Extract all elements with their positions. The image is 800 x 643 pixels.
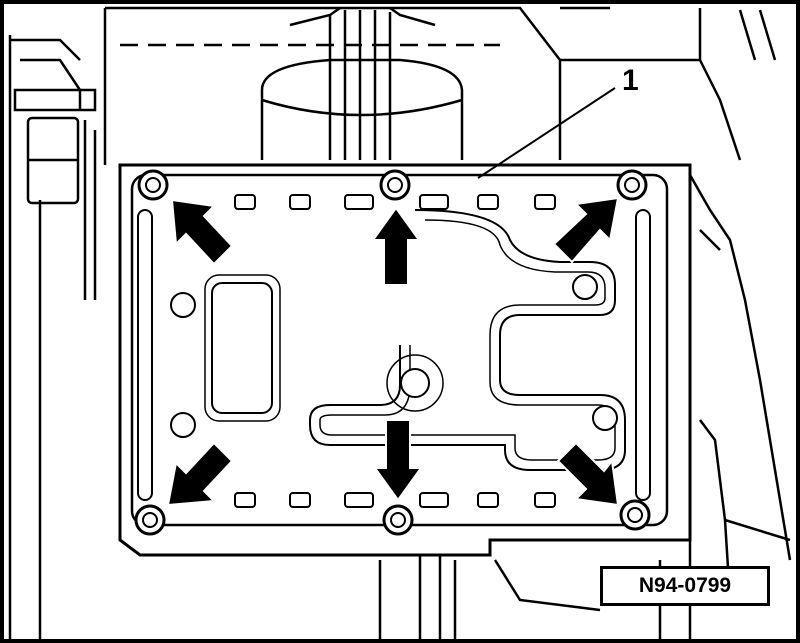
indicator-arrows [166, 196, 620, 507]
arrow-bottom-left [166, 441, 234, 507]
callout-number: 1 [622, 64, 639, 97]
background-housing [103, 6, 792, 640]
left-bracket [8, 35, 97, 640]
arrow-bottom-center [373, 419, 423, 502]
screw-top-left [137, 169, 169, 201]
figure-reference-code: N94-0799 [600, 566, 770, 606]
callout-leader-line [477, 87, 616, 179]
screw-bottom-right [619, 499, 651, 531]
screw-top-center [379, 169, 411, 201]
arrow-bottom-right [556, 441, 620, 507]
screw-top-right [616, 169, 648, 201]
arrow-top-center [371, 206, 421, 286]
mounting-screws [134, 169, 651, 536]
screw-bottom-center [382, 504, 414, 536]
arrow-top-left [170, 198, 234, 266]
arrow-top-right [552, 196, 620, 264]
screw-bottom-left [134, 504, 166, 536]
